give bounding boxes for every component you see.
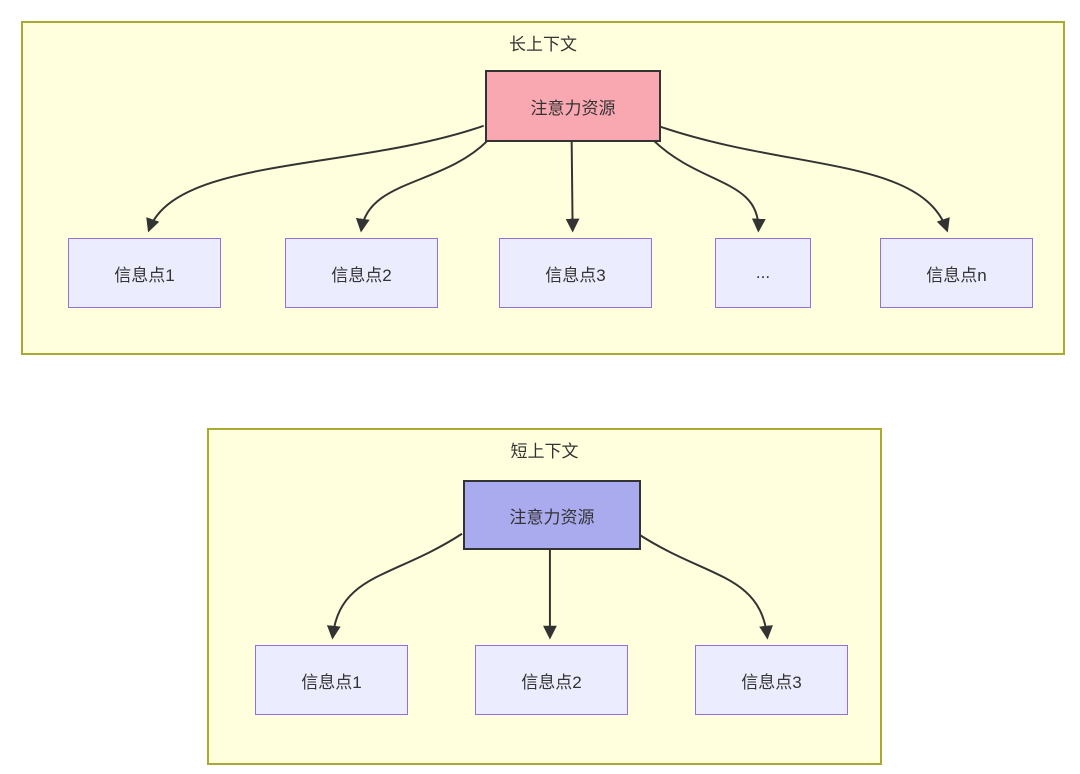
node-info-point-1-long: 信息点1	[68, 238, 221, 308]
edge-attention-to-info3	[565, 140, 580, 233]
panel-short-context: 短上下文 注意力资源 信息点1 信息点2 信息点3	[207, 428, 882, 765]
node-attention-resources-short: 注意力资源	[463, 480, 641, 550]
edges-short-context	[326, 532, 773, 640]
node-info-point-2-long: 信息点2	[285, 238, 438, 308]
node-label: 信息点3	[545, 265, 606, 285]
node-label: 信息点n	[926, 265, 987, 285]
node-label: 信息点2	[331, 265, 392, 285]
node-label: 信息点1	[301, 672, 362, 692]
edge-attention-to-info-n	[657, 124, 950, 233]
node-label: ...	[755, 263, 771, 282]
node-label: 信息点1	[114, 265, 175, 285]
edge-attention-to-info1	[146, 124, 485, 233]
edge-attention-to-info1-short	[326, 532, 463, 640]
node-info-point-2-short: 信息点2	[475, 645, 628, 715]
node-label: 信息点3	[741, 672, 802, 692]
node-label: 注意力资源	[509, 507, 595, 527]
node-label: 信息点2	[521, 672, 582, 692]
panel-title-long-context: 长上下文	[509, 35, 577, 54]
node-info-point-1-short: 信息点1	[255, 645, 408, 715]
node-info-point-n: 信息点n	[880, 238, 1033, 308]
edges-long-context	[146, 124, 950, 233]
node-info-point-3-short: 信息点3	[695, 645, 848, 715]
node-attention-resources-long: 注意力资源	[485, 70, 661, 142]
node-info-point-ellipsis: ...	[715, 238, 811, 308]
node-info-point-3-long: 信息点3	[499, 238, 652, 308]
panel-long-context: 长上下文 注意力资源 信息点1 信息点2 信息点3 ... 信息点n	[21, 21, 1065, 355]
edge-attention-to-info3-short	[637, 532, 773, 640]
edge-attention-to-ellipsis	[652, 139, 766, 233]
panel-title-short-context: 短上下文	[510, 442, 579, 461]
edge-attention-to-info2	[355, 139, 489, 233]
node-label: 注意力资源	[530, 98, 616, 118]
